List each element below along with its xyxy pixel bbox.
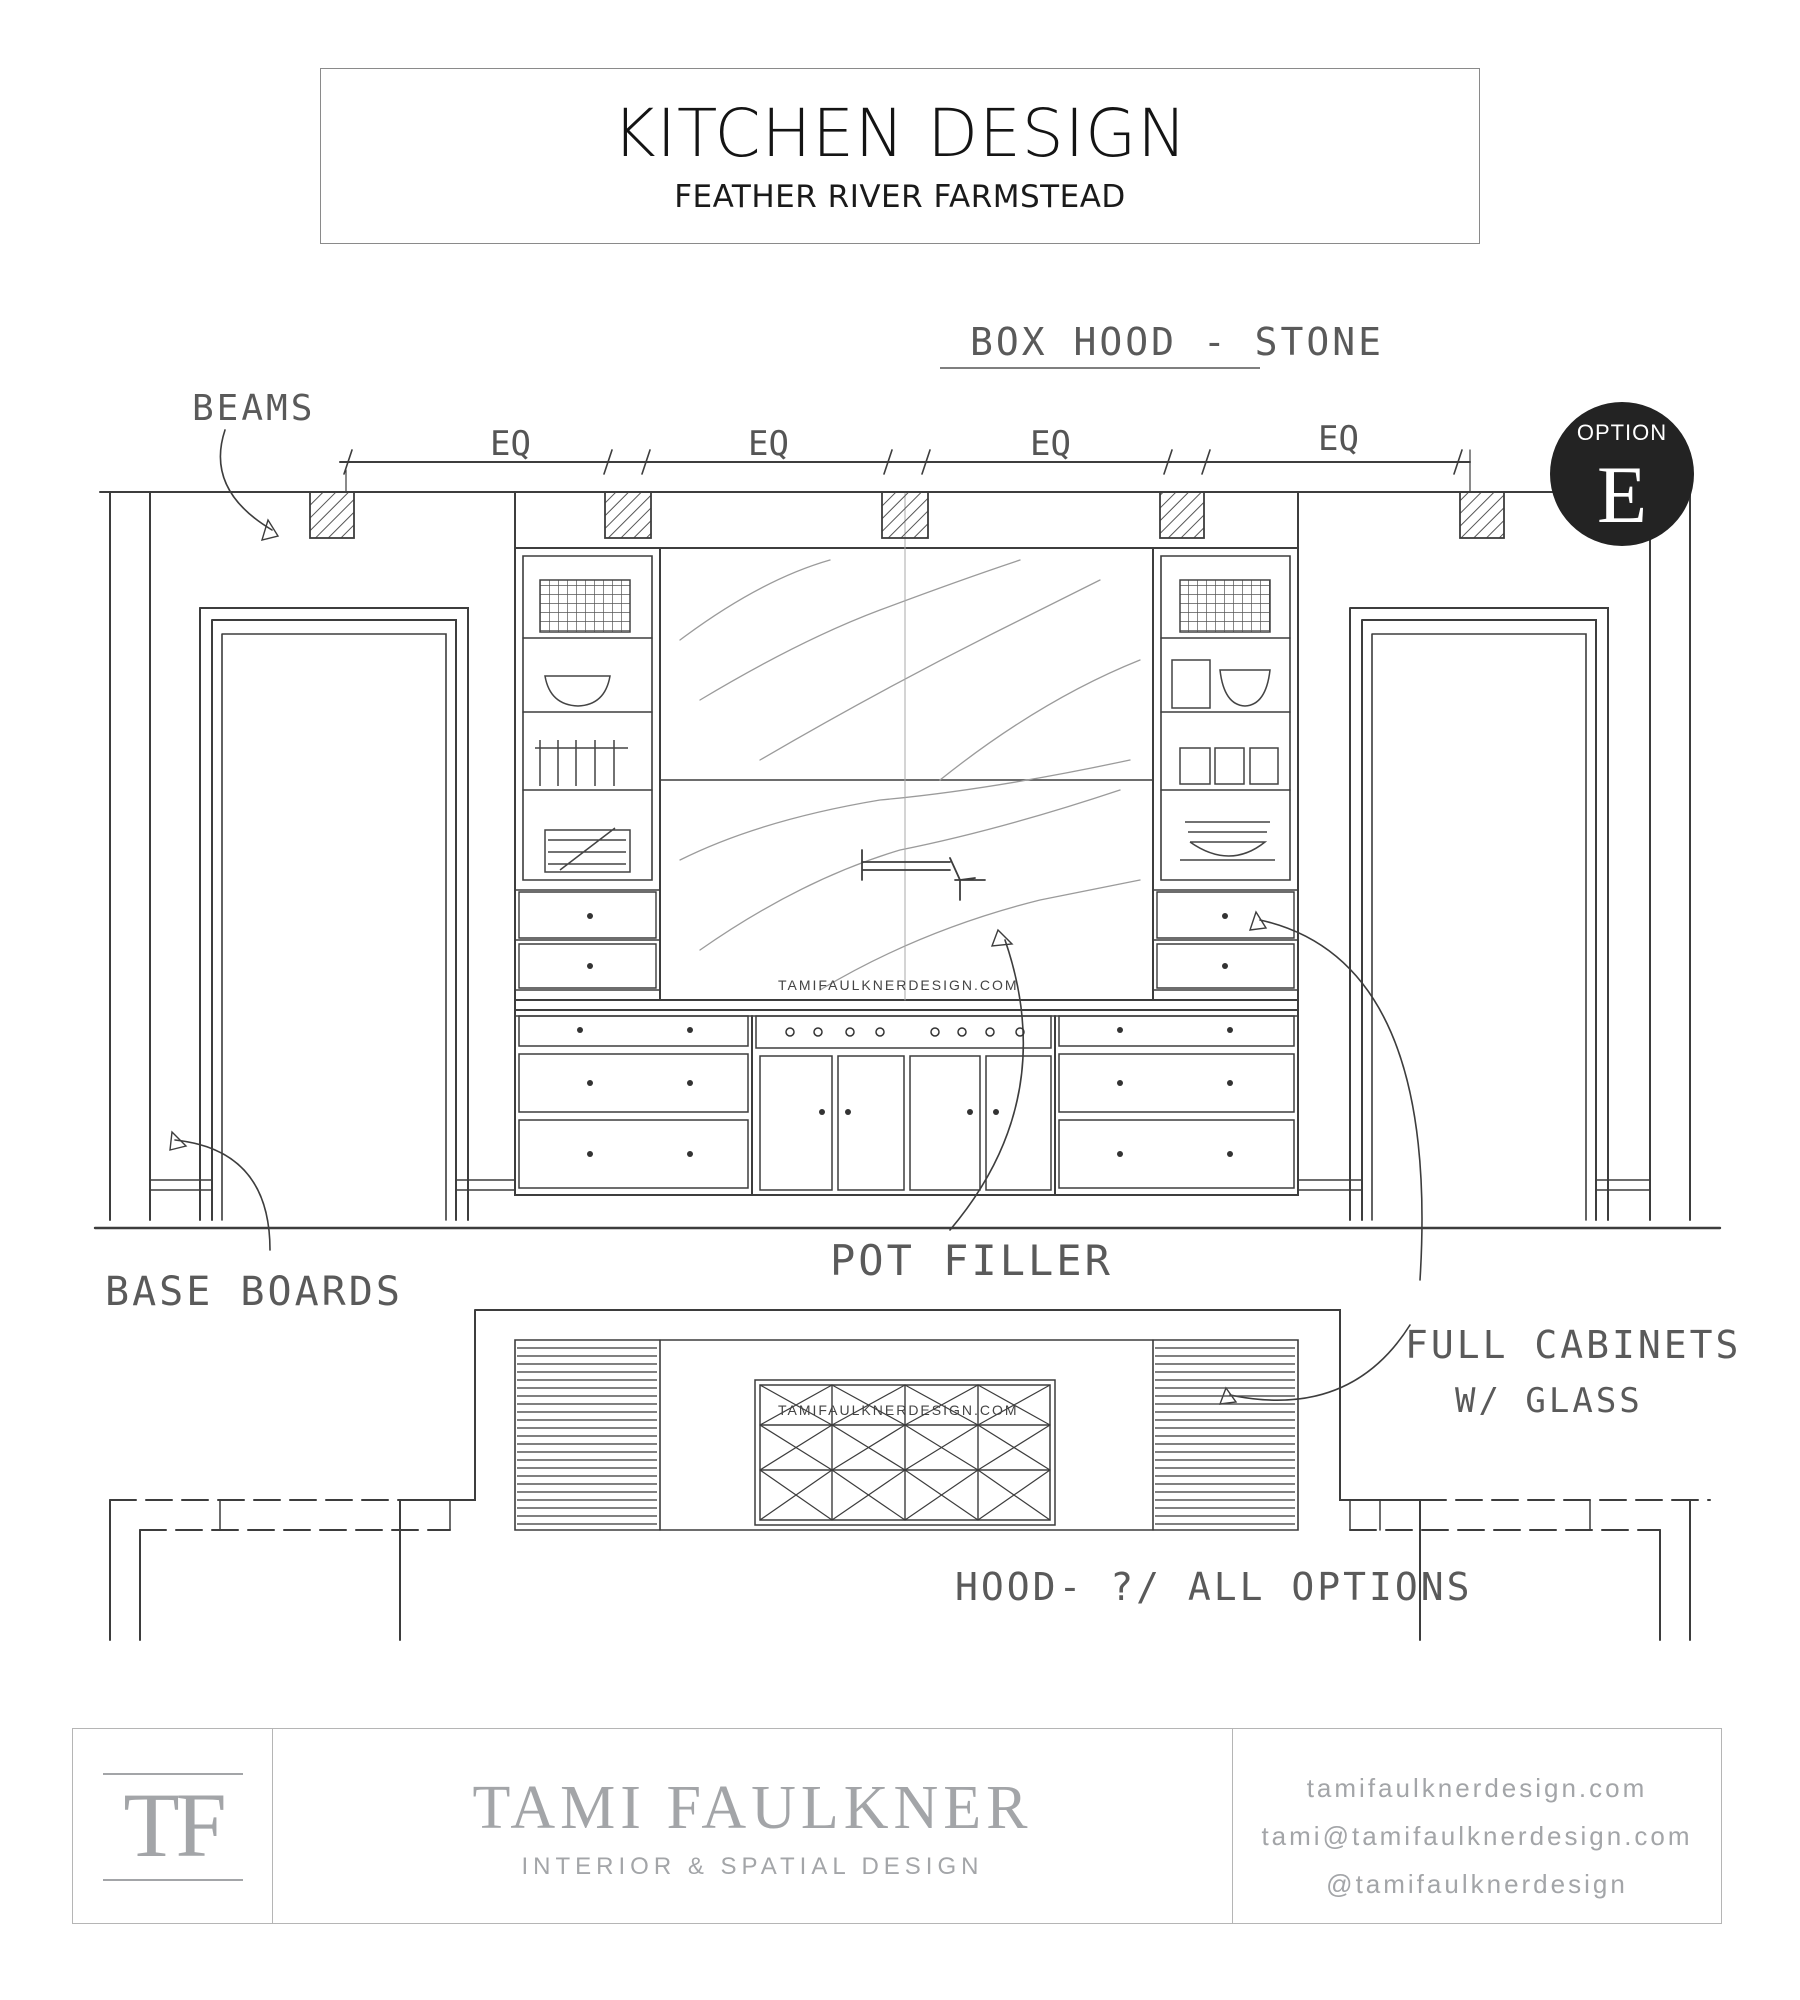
option-badge-letter: E	[1597, 449, 1647, 540]
option-badge: OPTION E	[1550, 402, 1694, 546]
watermark: TAMIFAULKNERDESIGN.COM	[778, 977, 1019, 993]
annotation-base-boards: BASE BOARDS	[105, 1269, 403, 1315]
lower-cabinets	[514, 1009, 1299, 1196]
brand-name: TAMI FAULKNER	[472, 1774, 1033, 1842]
footer-card: TF TAMI FAULKNER INTERIOR & SPATIAL DESI…	[72, 1728, 1722, 1924]
right-glass-cabinet	[1152, 547, 1299, 1001]
watermark: TAMIFAULKNERDESIGN.COM	[778, 1402, 1019, 1418]
beam	[881, 491, 929, 539]
logo-monogram: TF	[123, 1774, 226, 1876]
page-title: KITCHEN DESIGN	[612, 95, 1188, 172]
cutting-boards	[535, 740, 628, 786]
footer-contact: tamifaulknerdesign.com tami@tamifaulkner…	[1233, 1729, 1721, 1923]
logo-rule-bottom	[103, 1879, 243, 1881]
stone-backsplash	[659, 491, 1154, 1001]
annotation-full-cabinets-2: W/ GLASS	[1455, 1381, 1643, 1421]
annotation-beams: BEAMS	[192, 388, 315, 429]
footer-brand: TAMI FAULKNER INTERIOR & SPATIAL DESIGN	[273, 1729, 1233, 1923]
logo-rule-top	[103, 1773, 243, 1775]
option-badge-circle	[1550, 402, 1694, 546]
annotation-full-cabinets-1: FULL CABINETS	[1405, 1323, 1741, 1367]
annotation-box-hood: BOX HOOD - STONE	[970, 320, 1384, 364]
floor-plan	[109, 1309, 1711, 1641]
basket	[539, 579, 631, 633]
baseboards-leader	[174, 1139, 271, 1251]
left-wall	[109, 491, 151, 1221]
plan-slats-right	[1155, 1345, 1295, 1525]
beam	[309, 491, 355, 539]
fullcabinets-leader	[1229, 919, 1423, 1401]
beam	[604, 491, 652, 539]
beam	[1459, 491, 1505, 539]
contact-email[interactable]: tami@tamifaulknerdesign.com	[1261, 1821, 1693, 1851]
annotation-eq-4: EQ	[1318, 419, 1359, 459]
plan-slats-left	[517, 1345, 657, 1525]
dish-stack	[1180, 821, 1275, 861]
annotation-eq-3: EQ	[1030, 424, 1071, 464]
dish-rack	[544, 827, 631, 873]
brand-tagline: INTERIOR & SPATIAL DESIGN	[521, 1853, 984, 1880]
annotation-hood-options: HOOD- ?/ ALL OPTIONS	[955, 1565, 1473, 1609]
option-badge-label: OPTION	[1577, 420, 1667, 445]
contact-handle[interactable]: @tamifaulknerdesign	[1326, 1869, 1628, 1899]
potfiller-leader	[949, 939, 1025, 1231]
pot-filler	[861, 849, 986, 901]
contact-website[interactable]: tamifaulknerdesign.com	[1306, 1773, 1648, 1803]
annotation-eq-1: EQ	[490, 424, 531, 464]
beams-leader	[219, 429, 273, 531]
right-wall	[1649, 491, 1691, 1221]
annotation-eq-2: EQ	[748, 424, 789, 464]
bowl	[544, 675, 611, 707]
title-box: KITCHEN DESIGN FEATHER RIVER FARMSTEAD	[320, 68, 1480, 244]
annotation-pot-filler: POT FILLER	[830, 1236, 1113, 1285]
page-subtitle: FEATHER RIVER FARMSTEAD	[674, 179, 1126, 215]
mugs	[1179, 747, 1279, 785]
bowl	[1171, 659, 1271, 709]
beam	[1159, 491, 1205, 539]
left-door	[149, 607, 516, 1221]
basket	[1179, 579, 1271, 633]
right-door	[1297, 607, 1651, 1221]
footer-logo: TF	[73, 1729, 273, 1923]
